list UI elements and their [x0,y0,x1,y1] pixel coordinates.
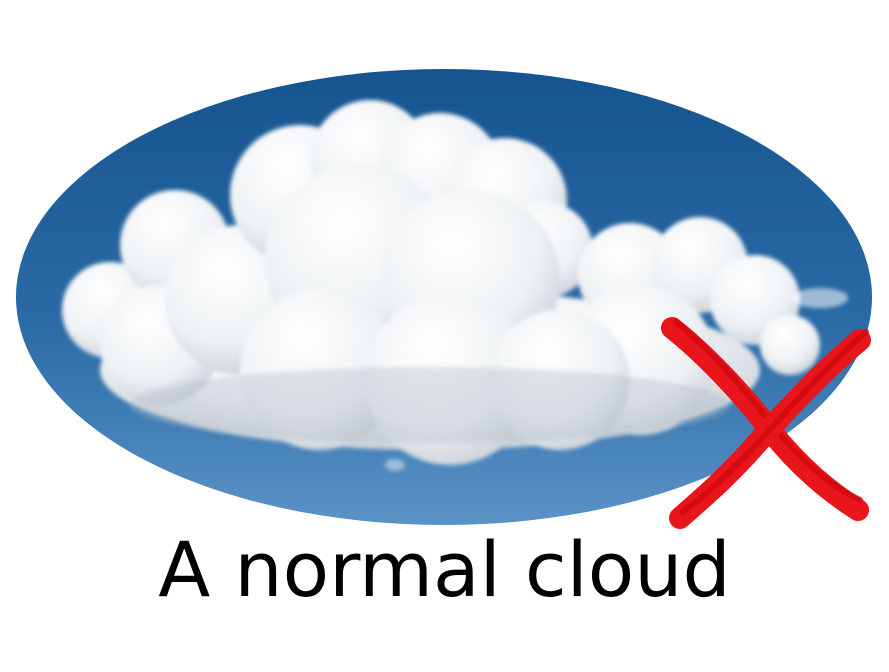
cross-mark-icon [661,317,871,529]
caption-text: A normal cloud [158,525,731,614]
cloud [62,100,848,471]
